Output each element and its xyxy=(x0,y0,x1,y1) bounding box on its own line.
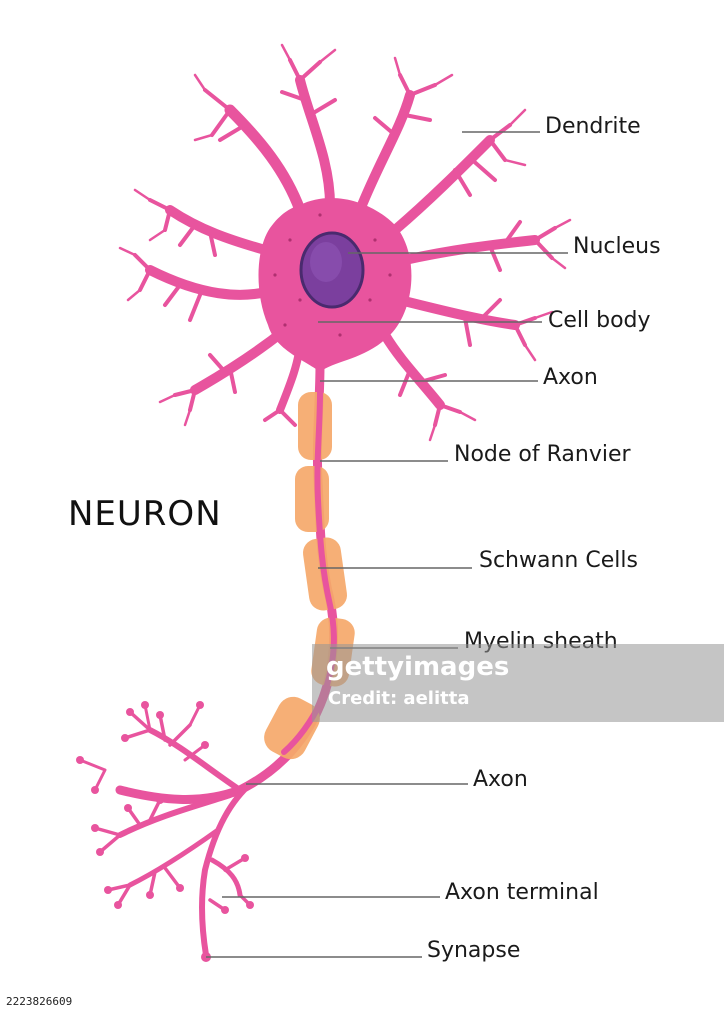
label-axon-top: Axon xyxy=(543,365,598,390)
watermark-credit: Credit: aelitta xyxy=(328,688,470,709)
leader-lines xyxy=(206,131,568,958)
label-schwann-cells: Schwann Cells xyxy=(479,548,638,573)
image-id-caption: 2223826609 xyxy=(4,994,75,1009)
watermark-banner: gettyimages Credit: aelitta xyxy=(312,644,724,722)
diagram-title: NEURON xyxy=(68,494,222,534)
watermark-logo: gettyimages xyxy=(326,652,510,682)
cell-body-dots xyxy=(273,213,392,337)
label-axon-terminal: Axon terminal xyxy=(445,880,599,905)
label-axon-bottom: Axon xyxy=(473,767,528,792)
label-synapse: Synapse xyxy=(427,938,521,963)
label-cell-body: Cell body xyxy=(548,308,651,333)
label-nucleus: Nucleus xyxy=(573,234,661,259)
label-dendrite: Dendrite xyxy=(545,114,641,139)
synaptic-knobs xyxy=(76,701,254,962)
axon-terminals xyxy=(78,703,258,958)
label-node-of-ranvier: Node of Ranvier xyxy=(454,442,631,467)
